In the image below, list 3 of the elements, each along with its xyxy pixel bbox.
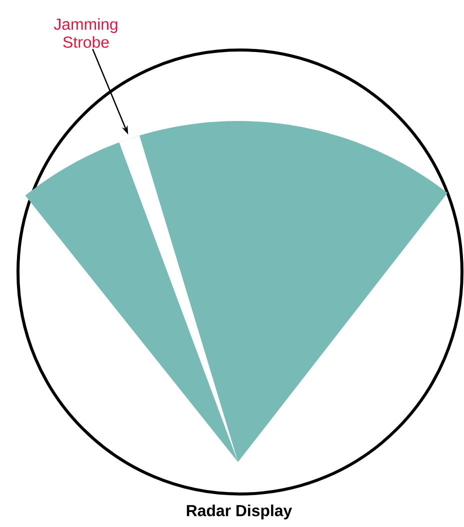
caption: Radar Display xyxy=(186,504,292,520)
label-text: Jamming Strobe xyxy=(54,18,118,48)
jamming-strobe xyxy=(119,136,238,462)
